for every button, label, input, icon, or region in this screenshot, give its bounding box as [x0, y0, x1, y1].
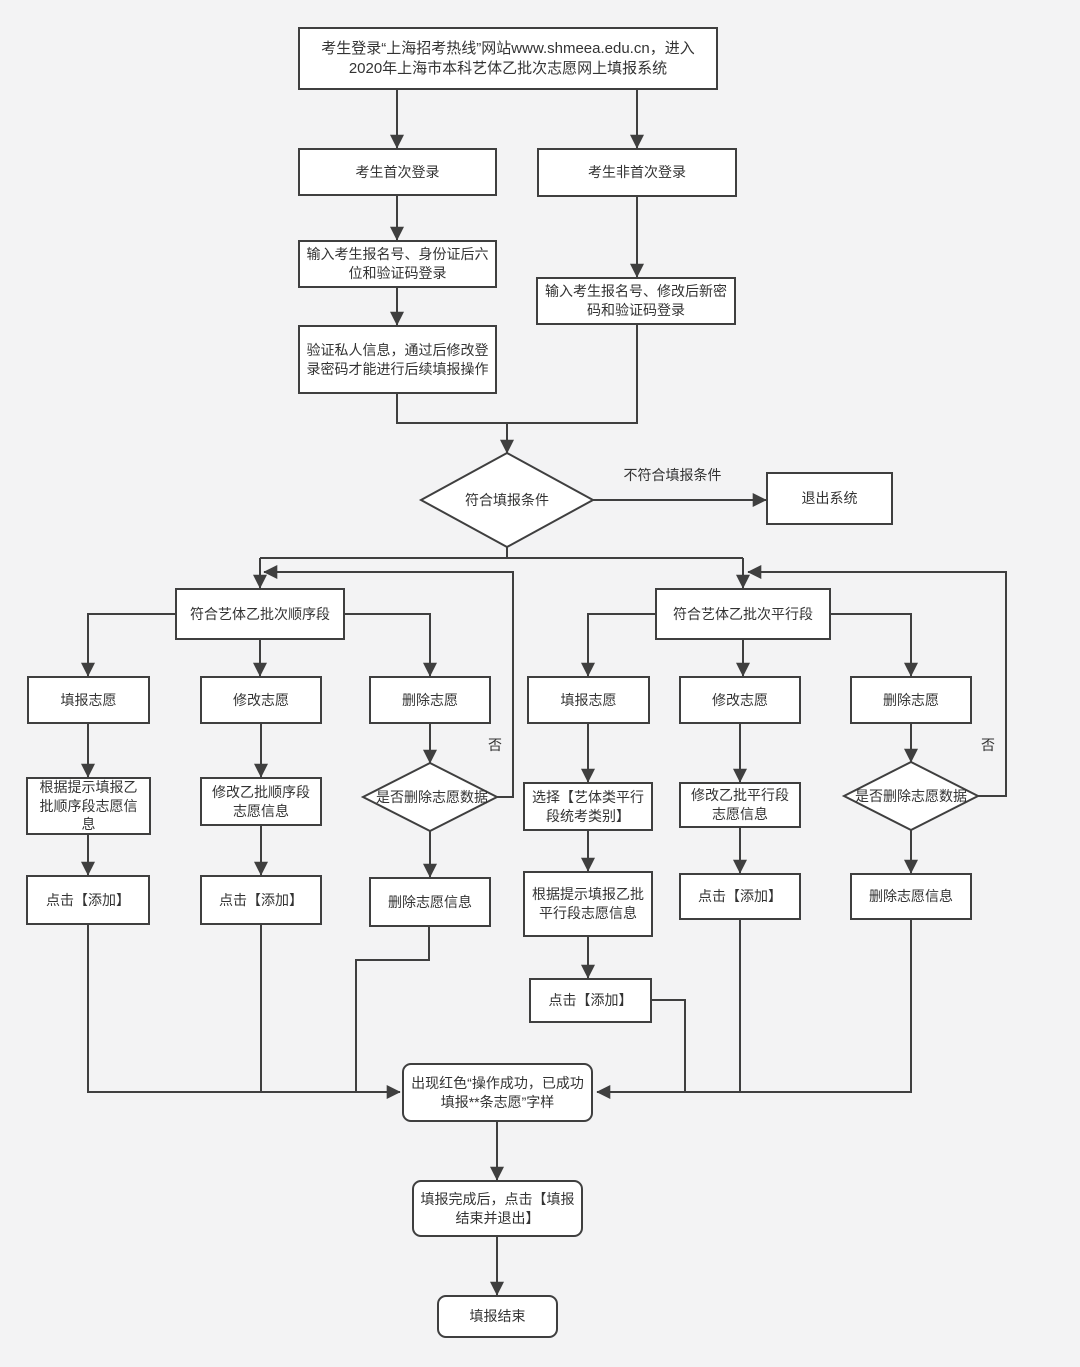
node-par-add: 点击【添加】: [529, 978, 652, 1023]
node-first-login-input: 输入考生报名号、身份证后六位和验证码登录: [298, 240, 497, 288]
node-seq-delete-info: 删除志愿信息: [369, 877, 491, 927]
connector: [507, 325, 638, 424]
node-seq-modify: 修改志愿: [200, 676, 322, 724]
node-exit-system: 退出系统: [766, 472, 893, 525]
node-par-header: 符合艺体乙批次平行段: [655, 588, 831, 640]
node-first-login: 考生首次登录: [298, 148, 497, 196]
connector-arrow: [81, 613, 175, 677]
node-par-delete-info: 删除志愿信息: [850, 873, 972, 920]
node-non-first-login-input: 输入考生报名号、修改后新密码和验证码登录: [536, 277, 736, 325]
node-par-modify: 修改志愿: [679, 676, 801, 724]
connector-arrow: [831, 613, 918, 677]
node-success-msg: 出现红色“操作成功，已成功填报**条志愿”字样: [402, 1063, 593, 1122]
node-verify-info: 验证私人信息，通过后修改登录密码才能进行后续填报操作: [298, 325, 497, 394]
decision-par-delete-shape: [841, 760, 981, 832]
connector-arrow: [345, 613, 437, 677]
node-par-fill: 填报志愿: [527, 676, 650, 724]
decision-seq-delete-shape: [360, 761, 500, 833]
edge-label-seq-no: 否: [488, 737, 502, 753]
node-finish-click: 填报完成后，点击【填报结束并退出】: [412, 1180, 583, 1237]
connector-arrow: [87, 925, 401, 1099]
node-seq-delete: 删除志愿: [369, 676, 491, 724]
node-seq-fill: 填报志愿: [27, 676, 150, 724]
node-finish: 填报结束: [437, 1295, 558, 1338]
node-login-entry: 考生登录“上海招考热线”网站www.shmeea.edu.cn，进入2020年上…: [298, 27, 718, 90]
connector-no-loop-par: [747, 565, 1007, 797]
connector-arrow: [581, 613, 655, 677]
node-seq-modify-info: 修改乙批顺序段志愿信息: [200, 777, 322, 826]
node-par-modify-info: 修改乙批平行段志愿信息: [679, 782, 801, 828]
edge-label-not-eligible: 不符合填报条件: [623, 467, 722, 483]
node-seq-header: 符合艺体乙批次顺序段: [175, 588, 345, 640]
decision-eligible-shape: [418, 451, 596, 549]
node-par-fill-info: 根据提示填报乙批平行段志愿信息: [523, 871, 653, 937]
node-par-delete: 删除志愿: [850, 676, 972, 724]
node-seq-modify-add: 点击【添加】: [200, 875, 322, 925]
node-seq-add: 点击【添加】: [26, 875, 150, 925]
connector-arrow: [596, 920, 912, 1099]
connector: [652, 999, 686, 1092]
node-par-select: 选择【艺体类平行段统考类别】: [523, 782, 653, 831]
connector-no-loop-seq: [263, 565, 514, 798]
node-non-first-login: 考生非首次登录: [537, 148, 737, 197]
connector: [355, 927, 430, 1092]
node-seq-fill-info: 根据提示填报乙批顺序段志愿信息: [26, 777, 151, 835]
node-par-modify-add: 点击【添加】: [679, 873, 801, 920]
connector: [396, 394, 507, 424]
edge-label-par-no: 否: [981, 737, 995, 753]
